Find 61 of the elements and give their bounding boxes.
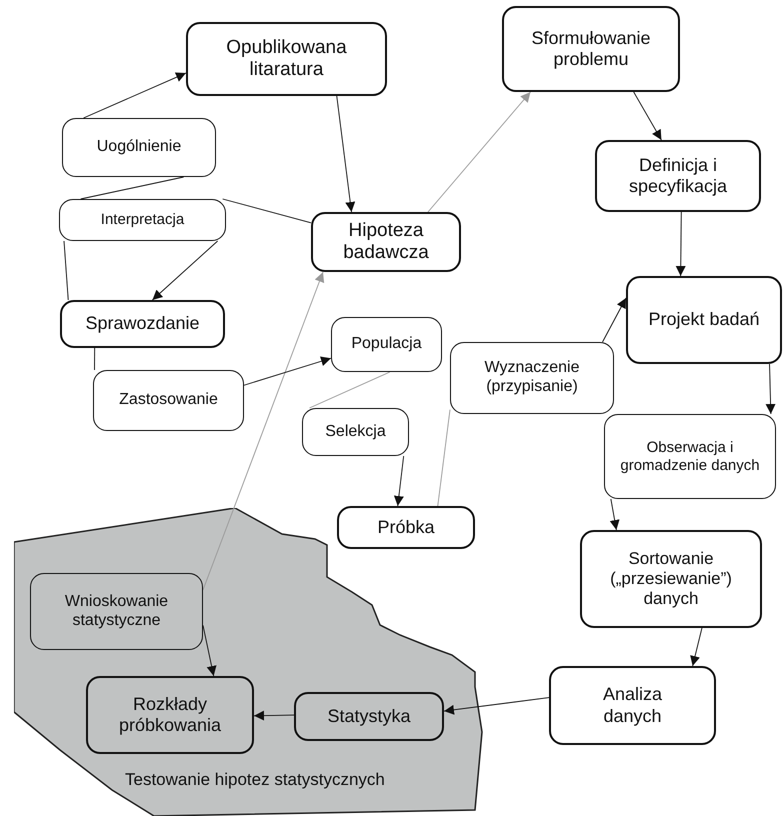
arrow	[633, 92, 662, 140]
rounded-box	[302, 408, 409, 456]
rounded-box	[580, 530, 762, 628]
connector-line	[94, 348, 96, 370]
node-label: Statystyka	[327, 706, 411, 728]
node-label: Hipoteza badawcza	[342, 220, 430, 264]
node-label: Definicja i specyfikacja	[628, 154, 728, 198]
connector-line	[80, 176, 184, 200]
rounded-box	[86, 676, 254, 754]
arrow	[254, 710, 294, 721]
arrow	[152, 240, 218, 300]
connector-line	[437, 409, 450, 506]
rounded-box	[604, 414, 776, 499]
node-label: Sortowanie („przesiewanie”) danych	[609, 548, 733, 610]
arrow	[610, 498, 620, 530]
rounded-box	[450, 342, 614, 414]
region-label: Testowanie hipotez statystycznych	[125, 770, 385, 790]
rounded-box	[337, 506, 475, 549]
node-label: Projekt badań	[648, 309, 760, 331]
rounded-box	[186, 22, 387, 96]
rounded-box	[59, 199, 226, 241]
rounded-box	[93, 370, 244, 431]
node-label: Zastosowanie	[119, 391, 218, 410]
node-label: Opublikowana litaratura	[225, 36, 348, 82]
node-label: Rozkłady próbkowania	[118, 694, 222, 736]
rounded-box	[595, 140, 761, 212]
arrow	[244, 356, 332, 386]
arrow	[336, 96, 356, 212]
rounded-box	[331, 317, 442, 372]
rounded-box	[60, 300, 225, 348]
rounded-box	[30, 573, 203, 650]
node-label: Wyznaczenie (przypisanie)	[483, 359, 580, 397]
node-label: Uogólnienie	[96, 138, 182, 157]
node-label: Obserwacja i gromadzenie danych	[620, 438, 760, 474]
node-label: Populacja	[351, 335, 422, 354]
arrow	[444, 697, 550, 715]
arrow	[676, 212, 686, 276]
rounded-box	[311, 212, 461, 272]
node-label: Próbka	[377, 516, 435, 538]
connector-line	[64, 240, 69, 300]
arrow	[394, 456, 404, 506]
node-label: Sformułowanie problemu	[530, 28, 652, 70]
arrow	[690, 628, 702, 666]
rounded-box	[502, 6, 680, 92]
rounded-box	[626, 276, 782, 364]
arrow	[602, 298, 626, 342]
node-label: Wnioskowanie statystyczne	[64, 592, 170, 630]
arrow	[766, 364, 776, 414]
rounded-box	[294, 692, 444, 741]
node-label: Sprawozdanie	[85, 313, 200, 335]
arrow	[83, 72, 186, 118]
arrow	[202, 272, 324, 590]
node-label: Analiza danych	[602, 684, 664, 727]
node-label: Interpretacja	[100, 211, 184, 229]
arrow	[202, 624, 216, 676]
arrow	[428, 92, 531, 212]
connector-line	[309, 372, 390, 408]
rounded-box	[62, 118, 216, 177]
node-label: Selekcja	[325, 422, 386, 442]
rounded-box	[549, 666, 716, 745]
connector-line	[222, 198, 312, 224]
